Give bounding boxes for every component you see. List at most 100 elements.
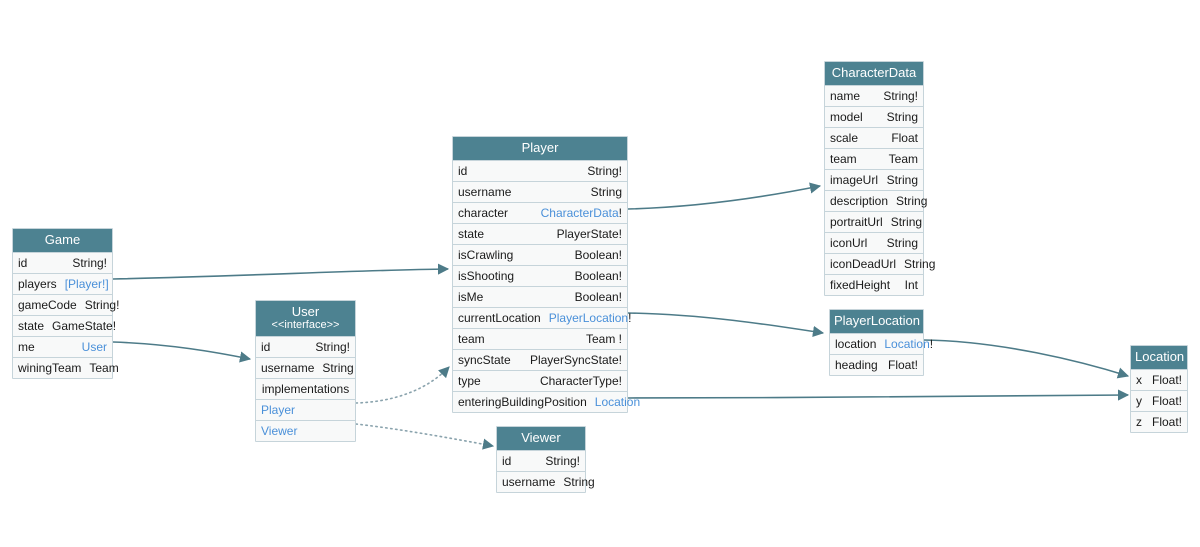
- entity-game[interactable]: Game id String! players [Player!] gameCo…: [12, 228, 119, 379]
- table-row[interactable]: heading Float!: [830, 354, 923, 375]
- field-type: PlayerSyncState!: [529, 352, 622, 367]
- field-type: CharacterData: [540, 205, 619, 220]
- table-row[interactable]: isShooting Boolean!: [453, 265, 627, 286]
- entity-viewer[interactable]: Viewer id String! username String: [496, 426, 595, 493]
- table-row[interactable]: type CharacterType!: [453, 370, 627, 391]
- edge-game-me-to-user: [112, 341, 252, 363]
- field-name: username: [458, 184, 512, 199]
- field-name: portraitUrl: [830, 214, 883, 229]
- implementation-name: Player: [261, 402, 296, 417]
- table-row[interactable]: enteringBuildingPosition Location: [453, 391, 640, 412]
- table-row[interactable]: state PlayerState!: [453, 223, 627, 244]
- entity-location-title: Location: [1131, 346, 1187, 369]
- table-row[interactable]: currentLocation PlayerLocation!: [453, 307, 631, 328]
- field-type: CharacterType!: [539, 373, 622, 388]
- entity-user[interactable]: User <<interface>> id String! username S…: [255, 300, 356, 442]
- table-row[interactable]: id String!: [256, 336, 355, 357]
- table-row[interactable]: imageUrl String: [825, 169, 923, 190]
- table-row[interactable]: name String!: [825, 85, 923, 106]
- field-type: Team !: [585, 331, 622, 346]
- field-name: me: [18, 339, 35, 354]
- field-name: description: [830, 193, 889, 208]
- table-row[interactable]: me User: [13, 336, 112, 357]
- field-type: String: [886, 109, 918, 124]
- table-row[interactable]: fixedHeight Int: [825, 274, 923, 295]
- table-row[interactable]: portraitUrl String: [825, 211, 923, 232]
- table-row[interactable]: gameCode String!: [13, 294, 119, 315]
- field-type-suffix: !: [618, 205, 622, 220]
- implementations-label-row: implementations: [256, 378, 355, 399]
- table-row[interactable]: id String!: [497, 450, 585, 471]
- entity-location[interactable]: Location x Float! y Float! z Float!: [1130, 345, 1188, 433]
- table-row[interactable]: team Team !: [453, 328, 627, 349]
- table-row[interactable]: isCrawling Boolean!: [453, 244, 627, 265]
- implementation-row-viewer[interactable]: Viewer: [256, 420, 355, 441]
- field-name: syncState: [458, 352, 511, 367]
- edge-user-viewer-implementation: [355, 423, 495, 450]
- field-name: username: [261, 360, 315, 375]
- table-row[interactable]: syncState PlayerSyncState!: [453, 349, 627, 370]
- edge-player-enteringbuildingposition-to-location: [627, 389, 1130, 401]
- field-type: String: [590, 184, 622, 199]
- field-type: String: [890, 214, 923, 229]
- entity-playerlocation[interactable]: PlayerLocation location Location! headin…: [829, 309, 933, 376]
- entity-game-title: Game: [13, 229, 112, 252]
- field-name: character: [458, 205, 509, 220]
- field-name: iconUrl: [830, 235, 868, 250]
- entity-characterdata[interactable]: CharacterData name String! model String …: [824, 61, 935, 296]
- table-row[interactable]: location Location!: [830, 333, 933, 354]
- field-type: [Player!]: [64, 276, 109, 291]
- entity-user-name: User: [291, 304, 320, 319]
- field-name: enteringBuildingPosition: [458, 394, 587, 409]
- table-row[interactable]: isMe Boolean!: [453, 286, 627, 307]
- field-type: Float: [891, 130, 918, 145]
- table-row[interactable]: username String: [453, 181, 627, 202]
- field-name: id: [502, 453, 512, 468]
- field-type: String!: [545, 453, 580, 468]
- table-row[interactable]: character CharacterData!: [453, 202, 627, 223]
- field-name: fixedHeight: [830, 277, 891, 292]
- edge-player-character-to-characterdata: [627, 182, 822, 210]
- field-type: Location: [884, 336, 930, 351]
- field-name: username: [502, 474, 556, 489]
- implementation-row-player[interactable]: Player: [256, 399, 355, 420]
- field-type: Location: [594, 394, 641, 409]
- table-row[interactable]: description String: [825, 190, 927, 211]
- table-row[interactable]: x Float!: [1131, 369, 1187, 390]
- edge-player-currentlocation-to-playerlocation: [627, 312, 825, 337]
- table-row[interactable]: username String: [497, 471, 595, 492]
- field-type: String: [322, 360, 354, 375]
- table-row[interactable]: winingTeam Team: [13, 357, 119, 378]
- table-row[interactable]: z Float!: [1131, 411, 1187, 432]
- field-type: PlayerLocation: [548, 310, 629, 325]
- entity-player[interactable]: Player id String! username String charac…: [452, 136, 640, 413]
- table-row[interactable]: players [Player!]: [13, 273, 112, 294]
- field-name: state: [18, 318, 45, 333]
- table-row[interactable]: id String!: [13, 252, 112, 273]
- edge-playerlocation-location-to-location: [922, 339, 1130, 379]
- table-row[interactable]: id String!: [453, 160, 627, 181]
- field-name: team: [830, 151, 857, 166]
- field-name: isCrawling: [458, 247, 514, 262]
- field-type: String!: [72, 255, 107, 270]
- table-row[interactable]: team Team: [825, 148, 923, 169]
- entity-user-title: User <<interface>>: [256, 301, 355, 336]
- entity-user-stereotype: <<interface>>: [271, 319, 340, 331]
- field-type: Float!: [1151, 414, 1182, 429]
- field-type: String!: [84, 297, 120, 312]
- table-row[interactable]: iconDeadUrl String: [825, 253, 935, 274]
- table-row[interactable]: model String: [825, 106, 923, 127]
- entity-viewer-title: Viewer: [497, 427, 585, 450]
- table-row[interactable]: state GameState!: [13, 315, 116, 336]
- table-row[interactable]: iconUrl String: [825, 232, 923, 253]
- field-type: Float!: [887, 357, 918, 372]
- field-type: String: [563, 474, 595, 489]
- field-type: String: [896, 193, 928, 208]
- table-row[interactable]: username String: [256, 357, 355, 378]
- field-name: team: [458, 331, 485, 346]
- field-name: imageUrl: [830, 172, 879, 187]
- field-type: Team: [888, 151, 918, 166]
- table-row[interactable]: scale Float: [825, 127, 923, 148]
- table-row[interactable]: y Float!: [1131, 390, 1187, 411]
